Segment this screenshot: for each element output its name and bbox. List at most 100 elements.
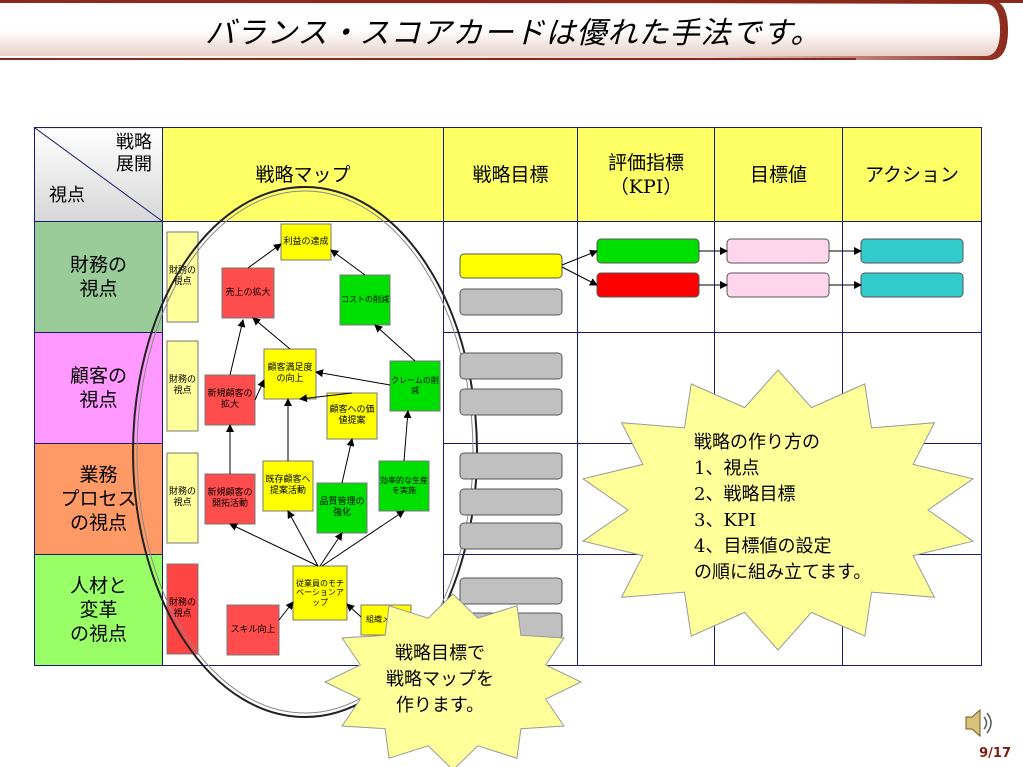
map-arrow-5 — [374, 324, 416, 362]
row-label-customer-text: 顧客の 視点 — [69, 365, 127, 411]
map-box-existing-fo: 既存顧客へ提案活動 — [265, 475, 311, 496]
map-arrow-13 — [229, 523, 319, 567]
chain-arrow-2 — [561, 266, 598, 286]
map-side-label-4-fo: 財務の視点 — [168, 598, 196, 619]
header-action: アクション — [842, 127, 982, 222]
goal-box-customer-1 — [459, 352, 563, 380]
action-box-1 — [860, 238, 964, 264]
header-kpi-line1: 評価指標 — [607, 151, 684, 174]
map-box-org-fo: 組織メンバ — [366, 615, 406, 625]
corner-strategy: 戦略 — [116, 132, 152, 153]
title-bar — [0, 0, 1023, 60]
map-box-new-customer-label: 新規顧客の拡大 — [207, 389, 253, 410]
goal-cell-customer — [443, 332, 578, 444]
map-side-label-1 — [166, 231, 199, 323]
row-label-customer: 顧客の 視点 — [34, 332, 163, 444]
map-side-label-1-fo: 財務の視点 — [169, 266, 196, 287]
goal-box-customer-2 — [459, 388, 563, 416]
map-side-label-3 — [166, 452, 199, 544]
corner-viewpoint: 視点 — [49, 185, 85, 206]
map-arrow-3 — [229, 319, 246, 376]
map-ellipse-outer — [132, 186, 478, 718]
map-box-org-label: 組織メンバ — [366, 615, 406, 625]
goal-box-yellow — [459, 253, 563, 279]
map-box-profit — [280, 223, 332, 261]
map-box-motivation-fo: 従業員のモチベーションアップ — [296, 578, 344, 607]
map-box-sales-label: 売上の拡大 — [225, 287, 271, 298]
map-box-efficiency-fo: 効率的な生産を実施 — [380, 476, 428, 495]
map-arrow-12 — [403, 410, 412, 462]
row-label-process-text: 業務 プロセス の視点 — [60, 464, 137, 534]
map-arrow-1 — [247, 243, 282, 269]
header-kpi: 評価指標（KPI） — [577, 127, 715, 222]
callout-steps-text: 戦略の作り方の 1、視点 2、戦略目標 3、KPI 4、目標値の設定 の順に組み… — [694, 432, 872, 583]
goal-box-process-1 — [459, 452, 563, 480]
map-box-value-fo: 顧客への価値提案 — [329, 405, 375, 426]
chain-arrow-1 — [561, 249, 598, 266]
page-number: 9/17 — [979, 746, 1011, 761]
map-box-quality-fo: 品質管理の強化 — [319, 497, 364, 518]
map-box-satisfaction-label: 顧客満足度の向上 — [267, 363, 313, 384]
map-box-existing-label: 既存顧客へ提案活動 — [265, 475, 311, 496]
callout-burst-steps — [581, 369, 975, 651]
goal-box-people-1 — [459, 577, 563, 605]
map-box-cost-label: コストの削減 — [341, 295, 389, 305]
map-box-cost-fo: コストの削減 — [341, 295, 389, 305]
kpi-box-red — [596, 272, 700, 298]
row-label-people: 人材と 変革 の視点 — [34, 554, 163, 666]
goal-box-process-3 — [459, 522, 563, 550]
map-box-existing — [262, 460, 314, 512]
map-side-label-3-label: 財務の視点 — [168, 487, 196, 508]
goal-box-finance-2 — [459, 288, 563, 316]
map-box-claim-label: クレームの削減 — [391, 376, 439, 395]
target-box-2 — [726, 272, 830, 298]
title-underline — [0, 58, 856, 60]
map-ellipse-inner — [136, 190, 474, 714]
corner-deploy: 展開 — [116, 154, 152, 175]
map-box-new-dev-fo: 新規顧客の開拓活動 — [207, 488, 252, 509]
map-box-efficiency — [378, 460, 430, 512]
target-box-1 — [726, 238, 830, 264]
corner-cell: 戦略展開 視点 — [34, 127, 163, 222]
map-arrow-15 — [319, 532, 343, 567]
speaker-icon — [965, 708, 992, 738]
page-title: バランス・スコアカードは優れた手法です。 — [205, 16, 822, 51]
scorecard-table: 戦略展開 視点 戦略マップ 戦略目標 評価指標（KPI） 目標値 アクション 財… — [34, 127, 982, 666]
map-side-label-3-fo: 財務の視点 — [168, 487, 196, 508]
corner-diagonal — [35, 128, 163, 222]
map-arrow-11 — [341, 438, 355, 484]
speaker-wave-1 — [983, 716, 988, 730]
header-kpi-line2: （KPI） — [609, 175, 683, 198]
map-side-label-2-label: 財務の視点 — [168, 375, 196, 396]
map-side-label-2-fo: 財務の視点 — [168, 375, 196, 396]
map-box-cost — [339, 274, 391, 326]
header-strategy-goal: 戦略目標 — [443, 127, 578, 222]
map-arrow-8 — [299, 392, 353, 403]
map-box-motivation-label: 従業員のモチベーションアップ — [296, 578, 344, 607]
row-label-people-text: 人材と 変革 の視点 — [69, 575, 127, 645]
map-arrow-2 — [330, 249, 366, 276]
map-box-new-customer-fo: 新規顧客の拡大 — [207, 389, 253, 410]
map-box-claim-fo: クレームの削減 — [391, 376, 439, 395]
map-box-sales-fo: 売上の拡大 — [225, 287, 271, 298]
map-box-satisfaction-fo: 顧客満足度の向上 — [267, 363, 313, 384]
map-box-profit-fo: 利益の達成 — [283, 237, 328, 247]
action-box-2 — [860, 272, 964, 298]
map-box-motivation — [292, 565, 348, 621]
goal-box-process-2 — [459, 488, 563, 516]
speaker-wave-2 — [986, 712, 992, 734]
row-label-finance-text: 財務の 視点 — [69, 254, 127, 300]
map-box-sales — [221, 267, 275, 319]
header-target-value: 目標値 — [714, 127, 843, 222]
header-strategy-map: 戦略マップ — [162, 127, 444, 222]
map-side-label-4-label: 財務の視点 — [168, 598, 196, 619]
map-arrow-6 — [254, 379, 265, 401]
callout-burst-map — [323, 593, 583, 767]
callout-map-text: 戦略目標で 戦略マップを 作ります。 — [386, 643, 494, 716]
map-box-efficiency-label: 効率的な生産を実施 — [380, 476, 428, 495]
map-box-skill-fo: スキル向上 — [230, 625, 275, 635]
map-box-value-label: 顧客への価値提案 — [329, 405, 375, 426]
kpi-box-green — [596, 238, 700, 264]
map-arrow-4 — [252, 317, 291, 350]
